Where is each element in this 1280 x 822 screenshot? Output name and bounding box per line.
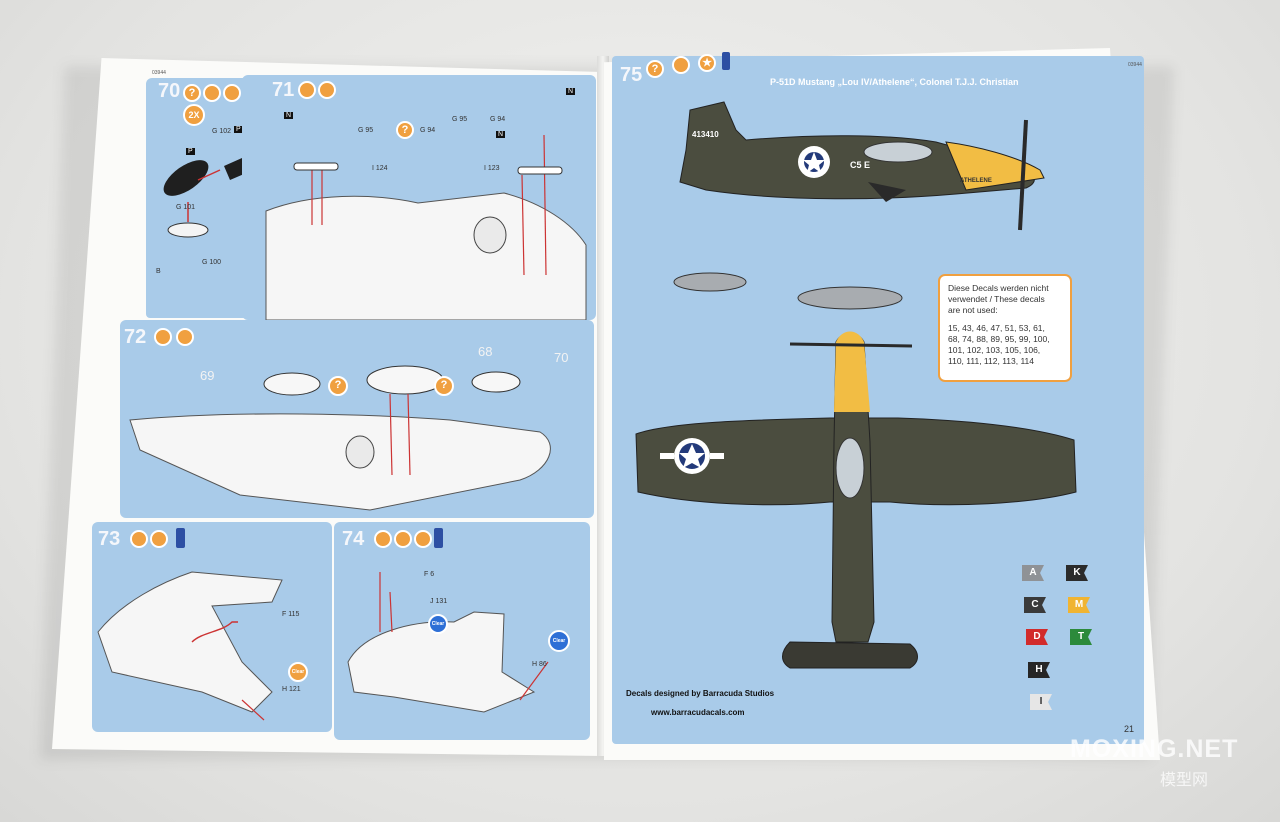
unused-decals-note: Diese Decals werden nicht verwendet / Th… bbox=[938, 274, 1072, 382]
glue-icon bbox=[150, 530, 168, 548]
note-line: 110, 111, 112, 113, 114 bbox=[948, 356, 1035, 366]
step-72-drawing bbox=[129, 365, 551, 511]
step-73-panel: 73 F 115 H 121 Clear 20 bbox=[92, 522, 332, 732]
side-profile-drawing bbox=[679, 101, 1045, 231]
part-label: G 101 bbox=[176, 204, 196, 211]
paint-brush-icon bbox=[203, 84, 221, 102]
part-label: N bbox=[566, 88, 576, 95]
step-number: 75 bbox=[620, 64, 643, 86]
watermark-subtitle: 模型网 bbox=[1160, 772, 1209, 789]
step-number: 72 bbox=[124, 326, 147, 348]
paint-brush-icon bbox=[374, 530, 392, 548]
question-icon: ? bbox=[328, 376, 348, 396]
note-line: Diese Decals werden nicht bbox=[948, 283, 1049, 293]
part-label: H 121 bbox=[282, 686, 301, 693]
glue-icon bbox=[223, 84, 241, 102]
decal-credit: Decals designed by Barracuda Studios bbox=[626, 689, 775, 698]
part-label: I 124 bbox=[372, 165, 388, 172]
part-label: B bbox=[156, 268, 161, 275]
question-icon: ? bbox=[396, 121, 414, 139]
watermark-brand: MOXING.NET bbox=[1070, 735, 1239, 763]
question-icon: ? bbox=[183, 84, 201, 102]
drop-tank-drawing bbox=[673, 272, 903, 310]
part-label: G 95 bbox=[358, 127, 374, 134]
part-label: G 100 bbox=[202, 259, 222, 266]
step-74-panel: 74 F 6 J 131 Clear Clear H 86 bbox=[334, 522, 590, 740]
nose-name: ATHELENE bbox=[960, 178, 992, 184]
paint-brush-icon bbox=[672, 56, 690, 74]
color-key-flag: I bbox=[1030, 694, 1052, 710]
step-71-drawing bbox=[265, 134, 587, 320]
left-catalog-code: 03944 bbox=[152, 70, 166, 76]
clear-paint-badge: Clear bbox=[548, 630, 570, 652]
step-number: 71 bbox=[272, 79, 295, 101]
color-key-flag: H bbox=[1028, 662, 1050, 678]
part-label: H 86 bbox=[532, 661, 547, 668]
step-72-panel: 72 ? ? 69 68 70 bbox=[120, 320, 594, 518]
note-line: 15, 43, 46, 47, 51, 53, 61, bbox=[948, 323, 1045, 333]
part-label: P bbox=[186, 148, 195, 155]
aircraft-code: C5 E bbox=[850, 160, 871, 170]
part-label: F 6 bbox=[424, 571, 435, 578]
aircraft-serial: 413410 bbox=[692, 130, 719, 139]
step-number: 74 bbox=[342, 528, 365, 550]
note-line: 68, 74, 88, 89, 95, 99, 100, bbox=[948, 334, 1050, 344]
part-label: G 94 bbox=[420, 127, 436, 134]
note-line: verwendet / These decals bbox=[948, 294, 1045, 304]
part-label: N bbox=[284, 112, 294, 119]
decal-star-icon: ★ bbox=[698, 54, 716, 72]
right-page-number: 21 bbox=[1124, 724, 1135, 734]
color-key-flag: K bbox=[1066, 565, 1088, 581]
part-number: 68 bbox=[478, 344, 493, 359]
right-catalog-code: 03944 bbox=[1128, 62, 1142, 68]
step-number: 70 bbox=[158, 80, 181, 102]
paint-bottle-icon bbox=[722, 52, 730, 70]
paint-brush-icon bbox=[154, 328, 172, 346]
question-icon: ? bbox=[434, 376, 454, 396]
part-number: 69 bbox=[200, 368, 215, 383]
part-label: P bbox=[234, 126, 243, 133]
step-71-panel: 71 G 95 ? G 94 G 95 G 94 N N N I 124 I 1… bbox=[242, 75, 596, 320]
part-number: 70 bbox=[554, 350, 569, 365]
step-70-drawing bbox=[163, 158, 244, 238]
paint-bottle-icon bbox=[176, 528, 185, 548]
part-label: F 115 bbox=[282, 611, 300, 618]
color-key-flag: A bbox=[1022, 565, 1044, 581]
note-line: 101, 102, 103, 105, 106, bbox=[948, 345, 1041, 355]
part-label: G 94 bbox=[490, 116, 506, 123]
glue-icon bbox=[176, 328, 194, 346]
multiplier-badge: 2X bbox=[183, 104, 205, 126]
clear-paint-badge: Clear bbox=[428, 614, 448, 634]
step-number: 73 bbox=[98, 528, 121, 550]
part-label: J 131 bbox=[430, 598, 448, 605]
paint-brush-icon bbox=[130, 530, 148, 548]
part-label: I 123 bbox=[484, 165, 500, 172]
paint-bottle-icon bbox=[434, 528, 443, 548]
paint-brush-icon bbox=[298, 81, 316, 99]
glue-icon bbox=[318, 81, 336, 99]
clear-paint-badge: Clear bbox=[288, 662, 308, 682]
step-74-drawing bbox=[347, 572, 549, 713]
color-key-flag: M bbox=[1068, 597, 1090, 613]
question-icon: ? bbox=[646, 60, 664, 78]
color-key-flag: T bbox=[1070, 629, 1092, 645]
part-label: N bbox=[496, 131, 506, 138]
top-view-drawing bbox=[635, 331, 1077, 669]
color-key-flag: C bbox=[1024, 597, 1046, 613]
color-key-flag: D bbox=[1026, 629, 1048, 645]
part-label: G 102 bbox=[212, 128, 232, 135]
glue-icon bbox=[414, 530, 432, 548]
note-line: are not used: bbox=[948, 305, 998, 315]
decal-scheme-title: P-51D Mustang „Lou IV/Athelene“, Colonel… bbox=[770, 77, 1019, 87]
part-label: G 95 bbox=[452, 116, 468, 123]
step-73-drawing bbox=[97, 571, 283, 721]
decal-url: www.barracudacals.com bbox=[651, 708, 745, 717]
paint-brush-icon bbox=[394, 530, 412, 548]
